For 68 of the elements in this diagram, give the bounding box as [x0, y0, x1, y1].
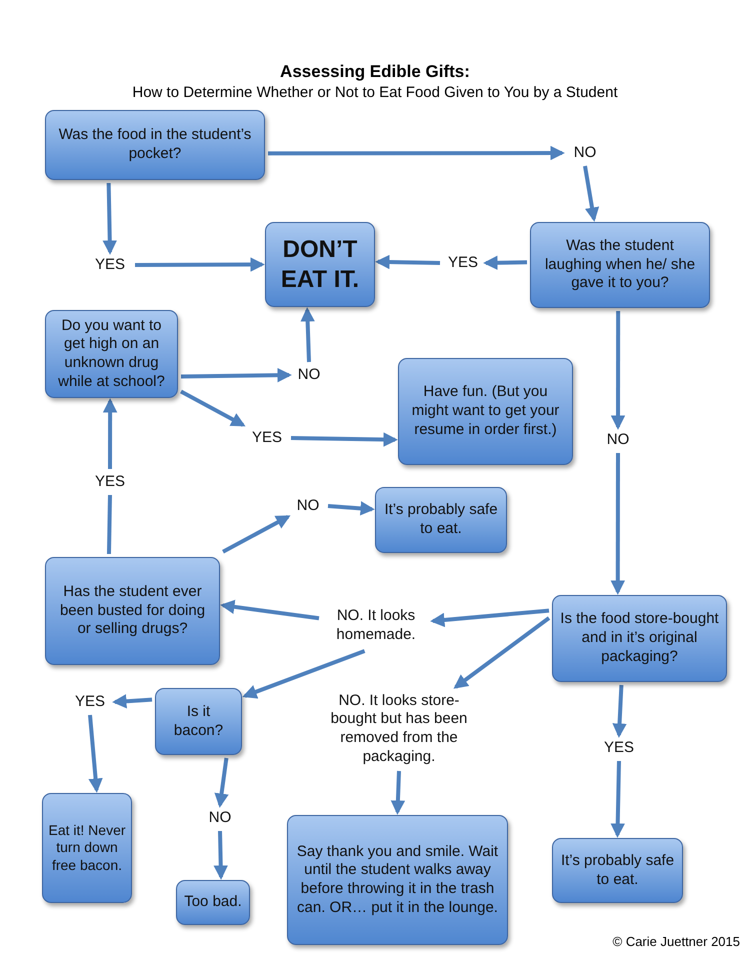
- title: Assessing Edible Gifts:: [279, 62, 471, 82]
- box-text: Is it bacon?: [172, 702, 224, 740]
- box-text: Too bad.: [184, 893, 242, 912]
- answer-text: NO: [601, 430, 635, 450]
- arrow: [453, 616, 550, 689]
- box-text: Is the food store-bought and in it’s original packaging?: [559, 610, 720, 667]
- box-text: Eat it! Never turn down free bacon.: [47, 822, 127, 874]
- box-text: Do you want to get high on an unknown drug while at school?: [57, 316, 166, 392]
- flow-box: [530, 222, 710, 308]
- arrow: [102, 398, 118, 469]
- arrow: [610, 760, 625, 838]
- answer-text: YES: [88, 255, 132, 275]
- answer-text: NO: [292, 365, 326, 385]
- flow-box: [45, 110, 265, 180]
- arrow: [180, 368, 292, 382]
- answer-text: YES: [88, 472, 132, 492]
- flow-box: [398, 358, 573, 465]
- answer-text: NO. It looks homemade.: [322, 604, 430, 648]
- arrow: [222, 515, 291, 554]
- answer-text: YES: [598, 738, 640, 758]
- arrow: [102, 182, 117, 255]
- arrow: [135, 257, 265, 272]
- answer-text: NO: [203, 808, 237, 828]
- answer-text: YES: [246, 428, 288, 448]
- flow-box: [552, 838, 683, 903]
- arrow: [483, 256, 528, 270]
- flow-box: [45, 310, 178, 398]
- arrow: [583, 166, 600, 222]
- copyright-note: © Carie Juettner 2015: [612, 934, 740, 949]
- box-text: It’s probably safe to eat.: [383, 501, 499, 539]
- flow-box: [42, 793, 132, 903]
- flow-box: [45, 557, 220, 665]
- flow-box: [375, 487, 507, 553]
- answer-text: YES: [68, 692, 112, 712]
- arrow: [612, 684, 627, 738]
- arrow: [214, 830, 228, 880]
- box-text: Has the student ever been busted for doing or selling drugs?: [58, 582, 206, 640]
- arrow: [88, 714, 103, 793]
- arrow: [180, 390, 246, 427]
- arrow: [242, 649, 366, 699]
- box-text: Was the student laughing when he/ she gave it to you?: [544, 236, 696, 294]
- arrow: [220, 600, 320, 620]
- arrow: [268, 146, 565, 160]
- box-text: It’s probably safe to eat.: [560, 852, 676, 890]
- answer-text: YES: [443, 253, 483, 273]
- arrow: [112, 694, 152, 708]
- flow-box: [176, 880, 250, 925]
- arrow: [214, 758, 229, 808]
- answer-text: NO. It looks store-bought but has been removed from the packaging.: [318, 690, 480, 768]
- subtitle: How to Determine Whether or Not to Eat Food Given to You by a Student: [131, 84, 619, 101]
- answer-text: NO: [565, 143, 605, 163]
- answer-text: NO: [291, 496, 325, 516]
- flow-box: [155, 688, 242, 755]
- arrow: [375, 254, 440, 270]
- arrow: [610, 453, 625, 595]
- box-text: Say thank you and smile. Wait until the student walks away before throwing it in the trash can. OR… put it in the lounge.: [296, 842, 500, 918]
- arrow: [290, 432, 398, 447]
- arrow: [300, 307, 315, 362]
- box-text: Was the food in the student’s pocket?: [58, 126, 252, 164]
- arrow: [430, 608, 550, 628]
- flow-box: [287, 815, 508, 945]
- arrow: [610, 311, 626, 430]
- box-text: DON’T EAT IT.: [280, 234, 360, 294]
- stop-box: [265, 222, 375, 307]
- box-text: Have fun. (But you might want to get your resume in order first.): [410, 383, 560, 440]
- flow-box: [552, 595, 727, 682]
- arrow: [390, 770, 406, 815]
- arrow: [328, 501, 375, 516]
